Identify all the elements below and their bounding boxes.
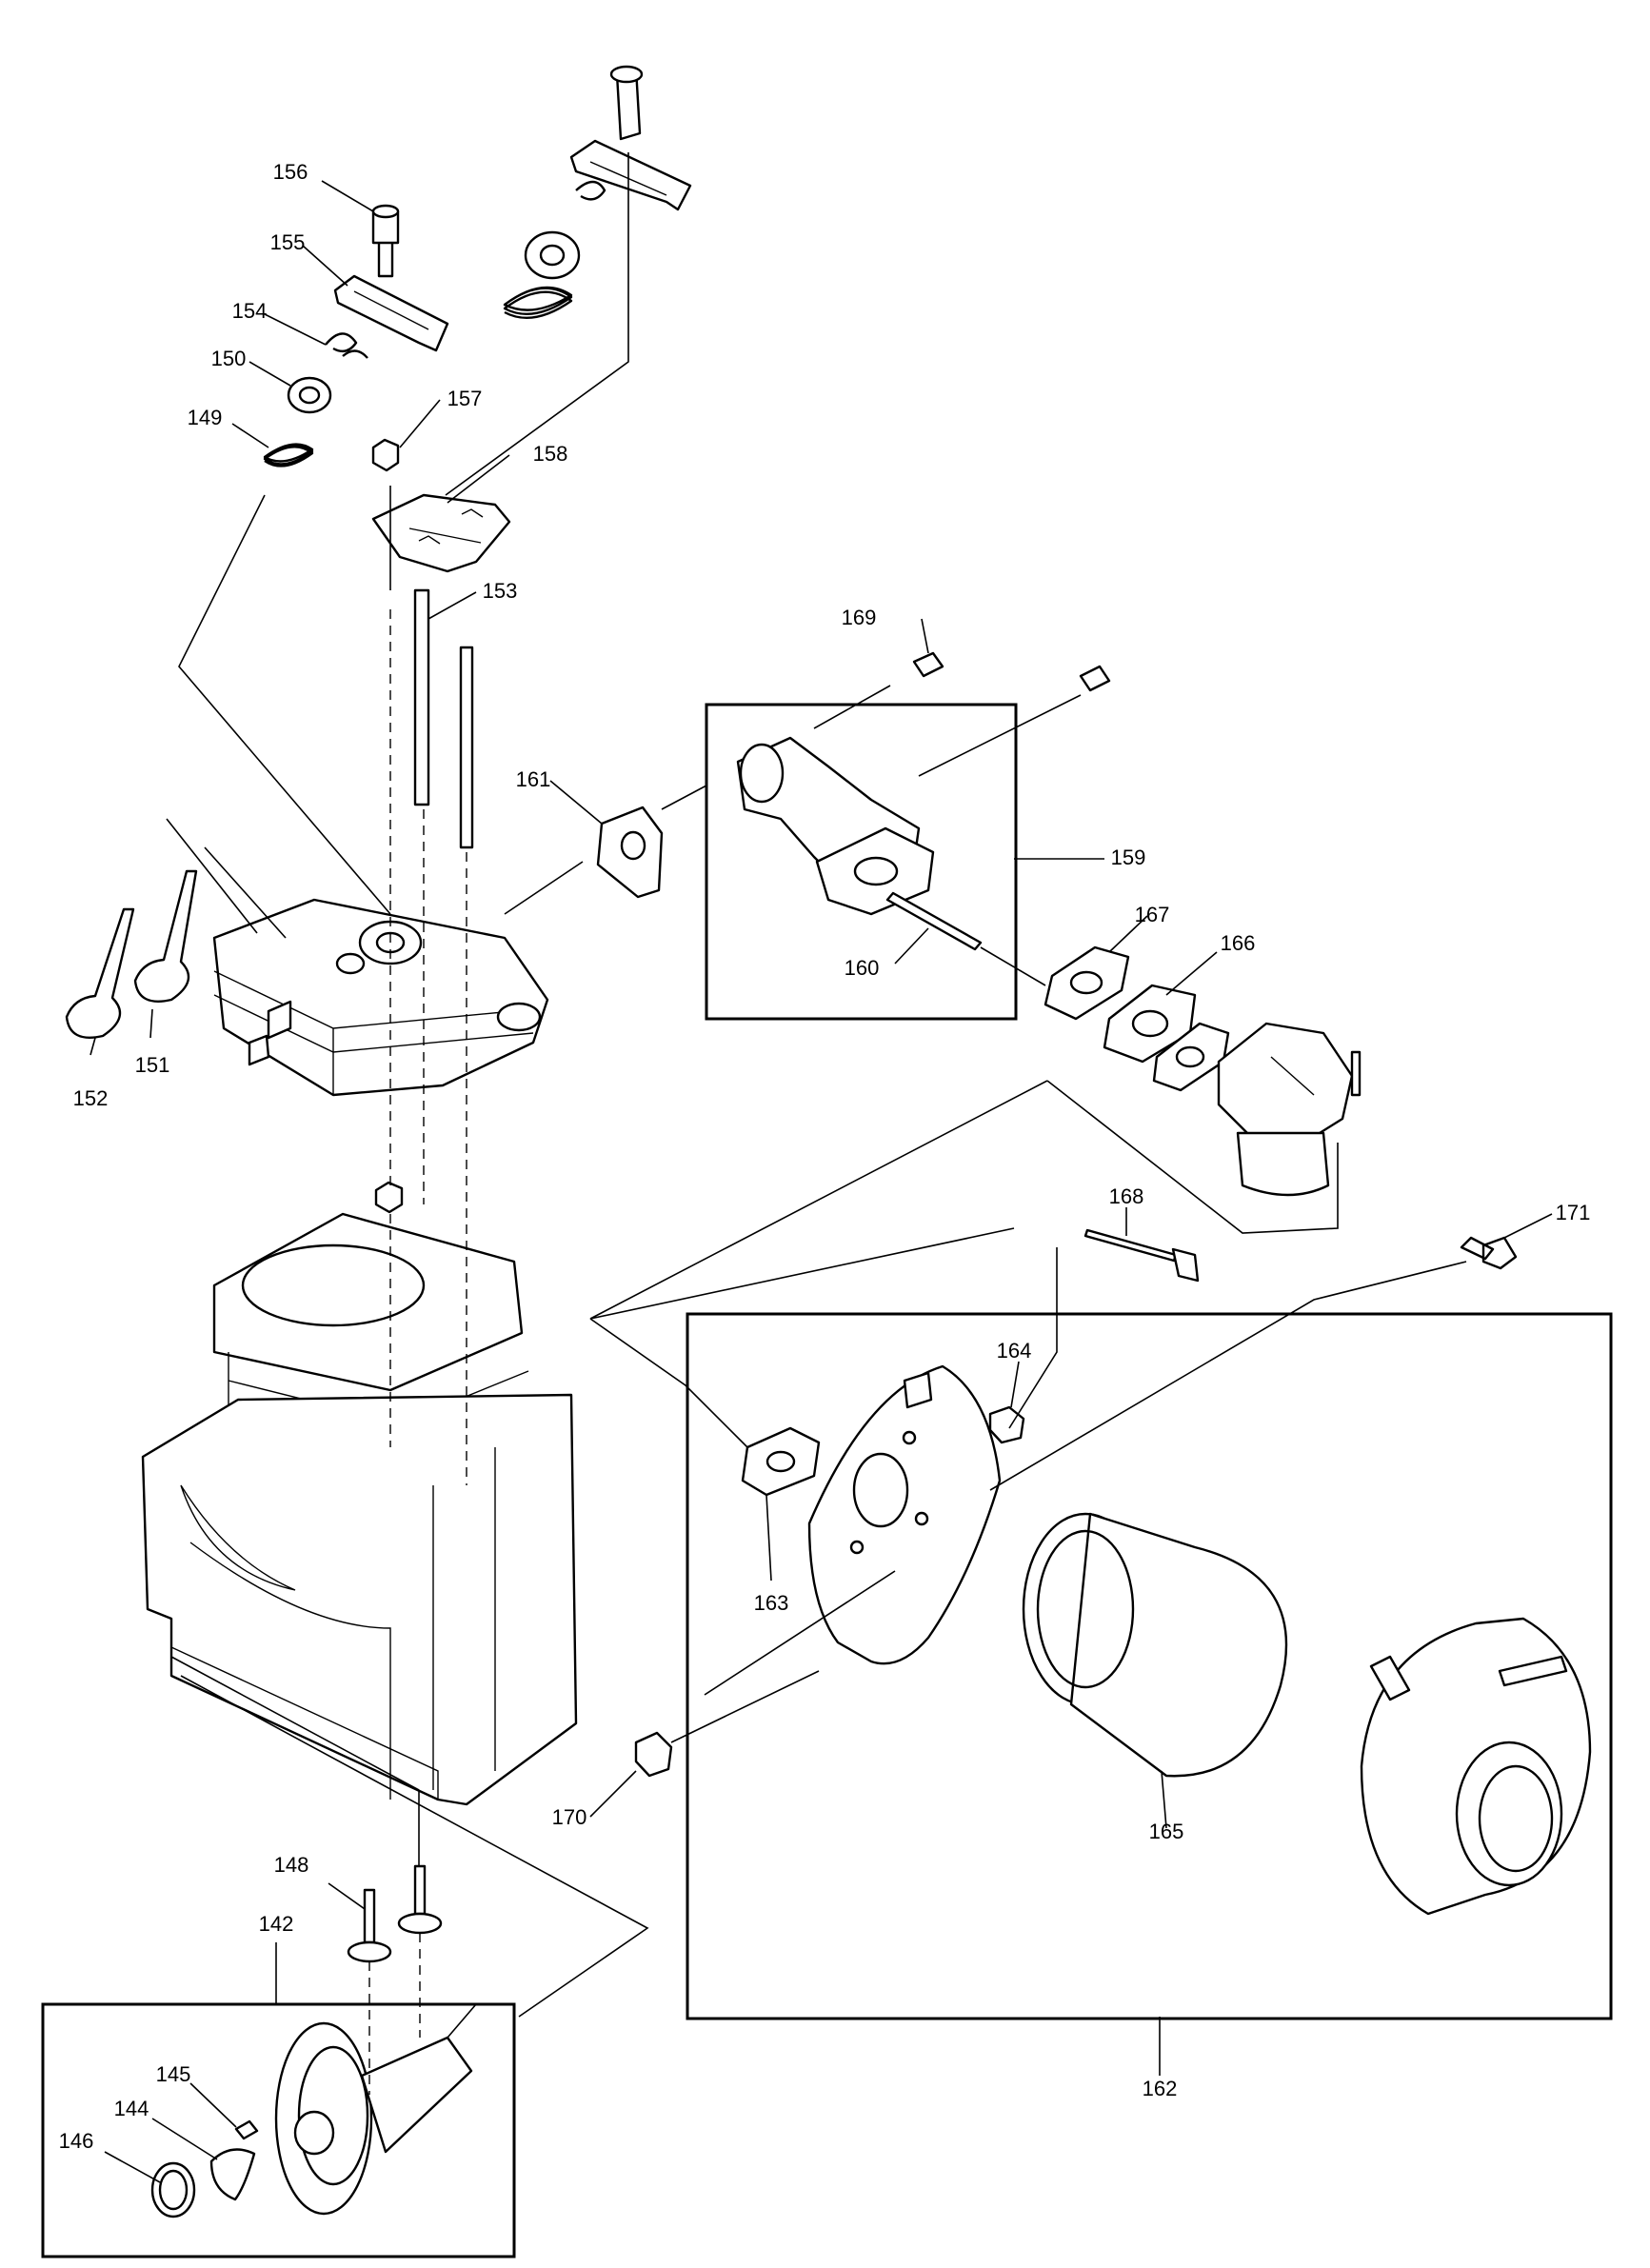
carburetor (1217, 1022, 1362, 1197)
frame-camshaft (41, 2002, 516, 2258)
callout-160: 160 (845, 956, 880, 980)
nut-157 (371, 438, 400, 472)
guide-plate-158 (371, 493, 511, 573)
rocker-assembly-right (503, 65, 692, 319)
callout-145: 145 (156, 2062, 191, 2086)
frame-air-cleaner (686, 1312, 1613, 2020)
frame-intake-manifold (705, 703, 1018, 1021)
callout-163: 163 (754, 1591, 789, 1615)
tappet-148 (363, 1888, 376, 1944)
callout-153: 153 (483, 579, 518, 603)
callout-171: 171 (1556, 1201, 1591, 1224)
valve-152 (65, 907, 135, 1039)
head-nut (374, 1181, 404, 1214)
valve-151 (133, 869, 198, 1003)
callout-162: 162 (1143, 2077, 1178, 2100)
callout-169: 169 (842, 606, 877, 629)
callout-152: 152 (73, 1086, 109, 1110)
collet-154 (325, 332, 368, 359)
leader-lines (89, 152, 1553, 2183)
camshaft-assembly (150, 1864, 473, 2218)
bolt-169 (912, 651, 944, 678)
callout-170: 170 (552, 1805, 587, 1829)
callout-144: 144 (114, 2097, 149, 2120)
callout-161: 161 (516, 767, 551, 791)
callout-155: 155 (270, 230, 306, 254)
callout-158: 158 (533, 442, 568, 466)
filter-element-165 (1022, 1512, 1288, 1778)
air-cleaner-base (807, 1364, 1002, 1665)
callout-156: 156 (273, 160, 308, 184)
tappet (413, 1864, 427, 1916)
callout-166: 166 (1221, 931, 1256, 955)
callout-146: 146 (59, 2129, 94, 2153)
callout-157: 157 (447, 387, 483, 410)
push-rods-153 (413, 588, 474, 849)
callout-142: 142 (259, 1912, 294, 1936)
nut-and-guide-plate (371, 438, 511, 573)
callouts: 142 144 145 146 148 149 150 151 152 153 … (59, 160, 1591, 2153)
callout-154: 154 (232, 299, 268, 323)
pin-145 (234, 2119, 259, 2140)
bolt-156 (371, 209, 400, 278)
stud-160 (885, 891, 983, 951)
cylinder-head (212, 898, 549, 1097)
spring-149 (263, 443, 314, 468)
circlip-146 (150, 2161, 196, 2218)
callout-148: 148 (274, 1853, 309, 1877)
callout-159: 159 (1111, 846, 1146, 869)
intake-manifold-159 (736, 651, 1111, 951)
callout-167: 167 (1135, 903, 1170, 926)
cylinder-block (141, 1212, 578, 1806)
air-cleaner-cover (1360, 1617, 1592, 1916)
callout-151: 151 (135, 1053, 170, 1077)
callout-164: 164 (997, 1339, 1032, 1363)
callout-149: 149 (188, 406, 223, 429)
weight-144 (209, 2148, 256, 2201)
callout-168: 168 (1109, 1184, 1144, 1208)
nut-170 (634, 1731, 673, 1778)
bolt-171 (1460, 1236, 1518, 1270)
callout-150: 150 (211, 347, 247, 370)
rocker-arm-155 (333, 274, 449, 352)
rod-168 (1083, 1228, 1178, 1263)
valves (65, 869, 198, 1039)
callout-165: 165 (1149, 1820, 1184, 1843)
